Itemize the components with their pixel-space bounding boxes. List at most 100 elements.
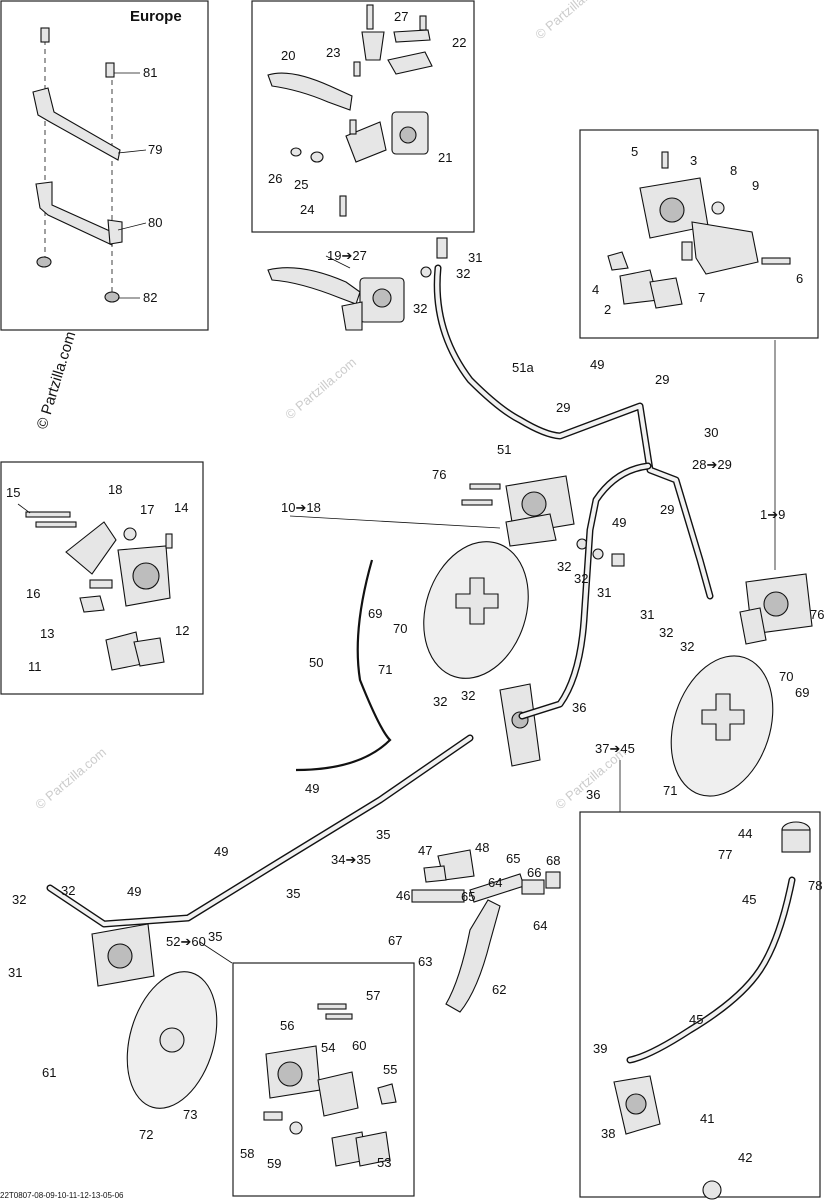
master-cylinder-detail bbox=[267, 4, 433, 217]
callout-label: 70 bbox=[779, 669, 793, 684]
europe-inset-frame bbox=[0, 0, 209, 331]
center-caliper bbox=[461, 475, 625, 567]
callout-label: 9 bbox=[752, 178, 759, 193]
callout-label: 45 bbox=[689, 1012, 703, 1027]
callout-label: 49 bbox=[590, 357, 604, 372]
callout-label: 6 bbox=[796, 271, 803, 286]
callout-label: 76 bbox=[810, 607, 824, 622]
europe-title: Europe bbox=[130, 8, 182, 25]
callout-label: 45 bbox=[742, 892, 756, 907]
callout-label: 53 bbox=[377, 1155, 391, 1170]
callout-label: 63 bbox=[418, 954, 432, 969]
callout-label: 65 bbox=[506, 851, 520, 866]
europe-bracket bbox=[32, 27, 123, 303]
callout-label: 4 bbox=[592, 282, 599, 297]
callout-label: 7 bbox=[698, 290, 705, 305]
callout-label: 3 bbox=[690, 153, 697, 168]
front-disc-right bbox=[670, 655, 774, 797]
callout-label: 32 bbox=[61, 883, 75, 898]
callout-label: 76 bbox=[432, 467, 446, 482]
callout-label: 18 bbox=[108, 482, 122, 497]
callout-label: 35 bbox=[286, 886, 300, 901]
callout-label: 1➔9 bbox=[760, 507, 785, 522]
callout-label: 15 bbox=[6, 485, 20, 500]
callout-label: 66 bbox=[527, 865, 541, 880]
master-cylinder-inset-frame bbox=[251, 0, 475, 233]
callout-label: 61 bbox=[42, 1065, 56, 1080]
callout-label: 31 bbox=[597, 585, 611, 600]
callout-label: 64 bbox=[533, 918, 547, 933]
front-right-caliper-inset-frame bbox=[579, 129, 819, 339]
callout-label: 32 bbox=[680, 639, 694, 654]
callout-label: 81 bbox=[143, 65, 157, 80]
callout-label: 60 bbox=[352, 1038, 366, 1053]
callout-label: 11 bbox=[28, 659, 42, 674]
callout-label: 71 bbox=[378, 662, 392, 677]
callout-label: 19➔27 bbox=[327, 248, 367, 263]
callout-label: 41 bbox=[700, 1111, 714, 1126]
figure-code: 22T0807-08-09-10-11-12-13-05-06 bbox=[0, 1191, 124, 1200]
callout-label: 13 bbox=[40, 626, 54, 641]
callout-label: 10➔18 bbox=[281, 500, 321, 515]
callout-label: 65 bbox=[461, 889, 475, 904]
callout-label: 35 bbox=[376, 827, 390, 842]
callout-label: 78 bbox=[808, 878, 822, 893]
callout-label: 49 bbox=[305, 781, 319, 796]
callout-label: 32 bbox=[433, 694, 447, 709]
callout-label: 55 bbox=[383, 1062, 397, 1077]
callout-label: 34➔35 bbox=[331, 852, 371, 867]
callout-label: 58 bbox=[240, 1146, 254, 1161]
callout-label: 37➔45 bbox=[595, 741, 635, 756]
callout-label: 50 bbox=[309, 655, 323, 670]
callout-label: 14 bbox=[174, 500, 188, 515]
faint-watermark-1: © Partzilla.com bbox=[532, 0, 609, 42]
callout-label: 42 bbox=[738, 1150, 752, 1165]
callout-label: 5 bbox=[631, 144, 638, 159]
reservoir-inset-frame bbox=[579, 811, 821, 1198]
callout-label: 46 bbox=[396, 888, 410, 903]
callout-label: 32 bbox=[557, 559, 571, 574]
callout-label: 32 bbox=[413, 301, 427, 316]
callout-label: 24 bbox=[300, 202, 314, 217]
callout-label: 49 bbox=[214, 844, 228, 859]
callout-label: 68 bbox=[546, 853, 560, 868]
callout-label: 32 bbox=[12, 892, 26, 907]
handlebar-master-cylinder bbox=[267, 237, 448, 331]
callout-label: 2 bbox=[604, 302, 611, 317]
callout-label: 67 bbox=[388, 933, 402, 948]
callout-label: 21 bbox=[438, 150, 452, 165]
callout-label: 69 bbox=[368, 606, 382, 621]
callout-label: 77 bbox=[718, 847, 732, 862]
callout-label: 12 bbox=[175, 623, 189, 638]
callout-label: 62 bbox=[492, 982, 506, 997]
callout-label: 44 bbox=[738, 826, 752, 841]
callout-label: 31 bbox=[640, 607, 654, 622]
rear-disc bbox=[126, 971, 218, 1109]
front-right-caliper-detail bbox=[607, 151, 791, 309]
callout-label: 17 bbox=[140, 502, 154, 517]
callout-label: 57 bbox=[366, 988, 380, 1003]
reservoir-detail bbox=[613, 821, 811, 1200]
callout-label: 35 bbox=[208, 929, 222, 944]
callout-label: 36 bbox=[572, 700, 586, 715]
callout-label: 79 bbox=[148, 142, 162, 157]
callout-label: 48 bbox=[475, 840, 489, 855]
callout-label: 32 bbox=[456, 266, 470, 281]
callout-label: 82 bbox=[143, 290, 157, 305]
callout-label: 29 bbox=[556, 400, 570, 415]
callout-label: 26 bbox=[268, 171, 282, 186]
callout-label: 54 bbox=[321, 1040, 335, 1055]
rear-caliper-detail bbox=[263, 1003, 397, 1167]
callout-label: 29 bbox=[655, 372, 669, 387]
callout-label: 36 bbox=[586, 787, 600, 802]
callout-label: 32 bbox=[461, 688, 475, 703]
watermark: © Partzilla.com bbox=[34, 330, 80, 432]
callout-label: 25 bbox=[294, 177, 308, 192]
callout-label: 32 bbox=[574, 571, 588, 586]
callout-label: 80 bbox=[148, 215, 162, 230]
callout-label: 69 bbox=[795, 685, 809, 700]
callout-label: 20 bbox=[281, 48, 295, 63]
callout-label: 70 bbox=[393, 621, 407, 636]
callout-label: 38 bbox=[601, 1126, 615, 1141]
